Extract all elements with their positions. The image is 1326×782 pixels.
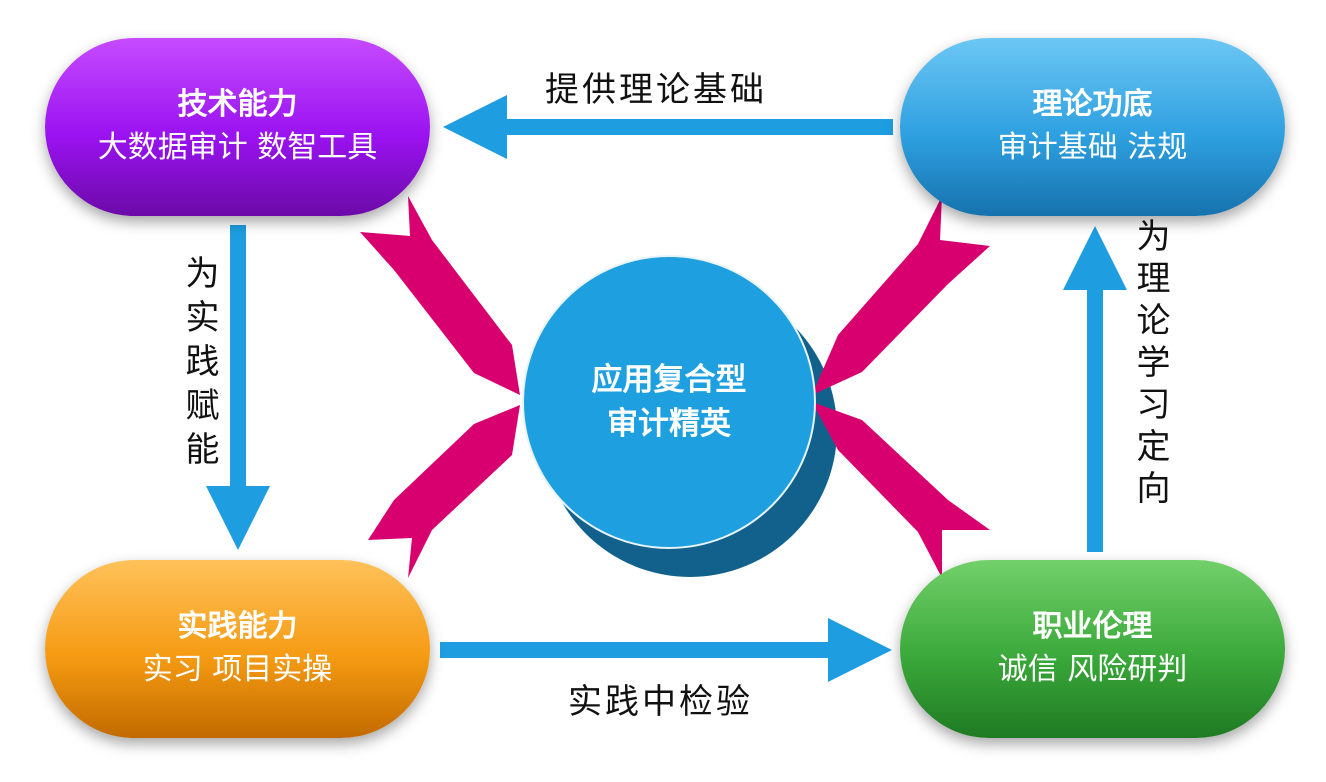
box-title: 理论功底 [1032, 87, 1153, 122]
box-title: 职业伦理 [1032, 609, 1153, 644]
label-right-arrow: 为理论学习定向 [1130, 218, 1170, 512]
label-top-arrow: 提供理论基础 [545, 70, 767, 110]
center-line-2: 审计精英 [607, 406, 731, 442]
box-professional-ethics: 职业伦理 诚信 风险研判 [900, 560, 1285, 738]
box-title: 技术能力 [177, 87, 298, 122]
box-practice-ability: 实践能力 实习 项目实操 [45, 560, 430, 738]
label-left-arrow: 为实践赋能 [179, 255, 219, 475]
box-subtitle: 诚信 风险研判 [997, 652, 1188, 687]
center-line-1: 应用复合型 [591, 362, 747, 398]
focus-arrow-top-right [812, 196, 990, 395]
box-tech-ability: 技术能力 大数据审计 数智工具 [45, 38, 430, 216]
box-subtitle: 大数据审计 数智工具 [97, 130, 378, 165]
box-title: 实践能力 [177, 609, 298, 644]
box-subtitle: 审计基础 法规 [997, 130, 1188, 165]
focus-arrow-bottom-right [812, 402, 990, 578]
box-subtitle: 实习 项目实操 [142, 652, 333, 687]
center-goal: 应用复合型 审计精英 [522, 255, 816, 549]
label-bottom-arrow: 实践中检验 [568, 682, 753, 722]
focus-arrow-top-left [360, 196, 520, 395]
box-theory-foundation: 理论功底 审计基础 法规 [900, 38, 1285, 216]
focus-arrow-bottom-left [368, 405, 520, 578]
